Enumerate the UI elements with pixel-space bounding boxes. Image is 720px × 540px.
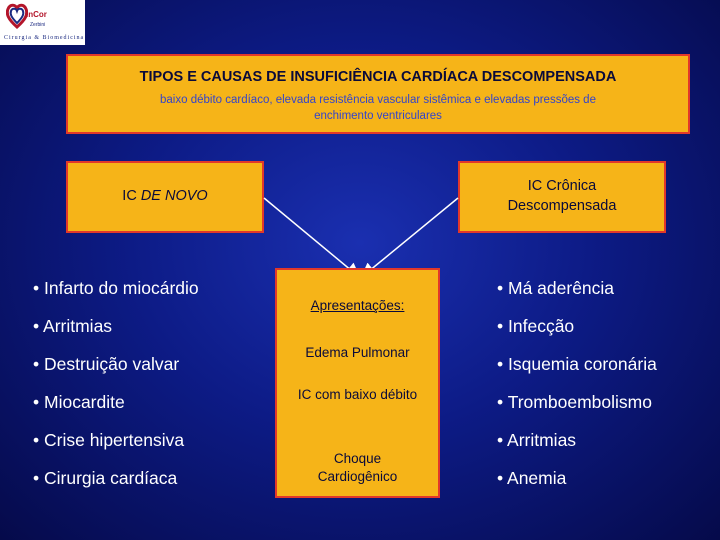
list-item: • Má aderência <box>497 278 615 298</box>
title-box: TIPOS E CAUSAS DE INSUFICIÊNCIA CARDÍACA… <box>66 54 690 134</box>
de-novo-causes-list: • Infarto do miocárdio • Arritmias • Des… <box>33 278 199 506</box>
ic-de-novo-label: IC DE NOVO <box>68 188 262 204</box>
apresentacoes-heading: Apresentações: <box>310 298 405 313</box>
ic-de-novo-box: IC DE NOVO <box>66 161 264 233</box>
ic-prefix: IC <box>122 188 141 204</box>
presentation-item: Edema Pulmonar <box>305 345 410 360</box>
logo-tagline: Cirurgia & Biomedicina <box>4 35 85 41</box>
apresentacoes-box: Apresentações: Edema Pulmonar IC com bai… <box>275 268 440 498</box>
de-novo-emphasis: DE NOVO <box>140 188 208 204</box>
list-item: • Crise hipertensiva <box>33 430 185 450</box>
incor-logo: InCor Zerbini Cirurgia & Biomedicina <box>0 0 85 45</box>
cause-text: Infecção <box>508 316 575 336</box>
cause-text: Infarto do miocárdio <box>44 278 199 298</box>
list-item: • Miocardite <box>33 392 125 412</box>
cause-text: Má aderência <box>508 278 615 298</box>
list-item: • Anemia <box>497 468 567 488</box>
presentation-item: Choque Cardiogênico <box>317 451 398 484</box>
cause-text: Isquemia coronária <box>508 354 657 374</box>
slide-title: TIPOS E CAUSAS DE INSUFICIÊNCIA CARDÍACA… <box>139 69 617 85</box>
list-item: • Arritmias <box>33 316 113 336</box>
cause-text: Arritmias <box>43 316 113 336</box>
list-item: • Destruição valvar <box>33 354 180 374</box>
cause-text: Arritmias <box>507 430 577 450</box>
cause-text: Cirurgia cardíaca <box>44 468 178 488</box>
ic-cronica-line1: IC Crônica <box>527 178 597 194</box>
list-item: • Arritmias <box>497 430 577 450</box>
list-item: • Infarto do miocárdio <box>33 278 199 298</box>
cause-text: Anemia <box>507 468 567 488</box>
presentation-item: IC com baixo débito <box>297 387 418 402</box>
cause-text: Tromboembolismo <box>507 392 652 412</box>
cause-text: Miocardite <box>44 392 125 412</box>
cause-text: Destruição valvar <box>44 354 180 374</box>
arrow-from-de-novo <box>263 197 361 278</box>
logo-subtext: Zerbini <box>30 22 46 28</box>
logo-text: InCor <box>26 10 47 19</box>
cause-text: Crise hipertensiva <box>44 430 185 450</box>
list-item: • Isquemia coronária <box>497 354 657 374</box>
arrow-from-cronica <box>360 197 459 278</box>
heart-logo-icon <box>6 3 28 29</box>
slide-subtitle: baixo débito cardíaco, elevada resistênc… <box>160 94 596 122</box>
list-item: • Infecção <box>497 316 575 336</box>
list-item: • Cirurgia cardíaca <box>33 468 178 488</box>
list-item: • Tromboembolismo <box>497 392 652 412</box>
ic-cronica-line2: Descompensada <box>507 198 617 214</box>
cronica-causes-list: • Má aderência • Infecção • Isquemia cor… <box>497 278 657 506</box>
